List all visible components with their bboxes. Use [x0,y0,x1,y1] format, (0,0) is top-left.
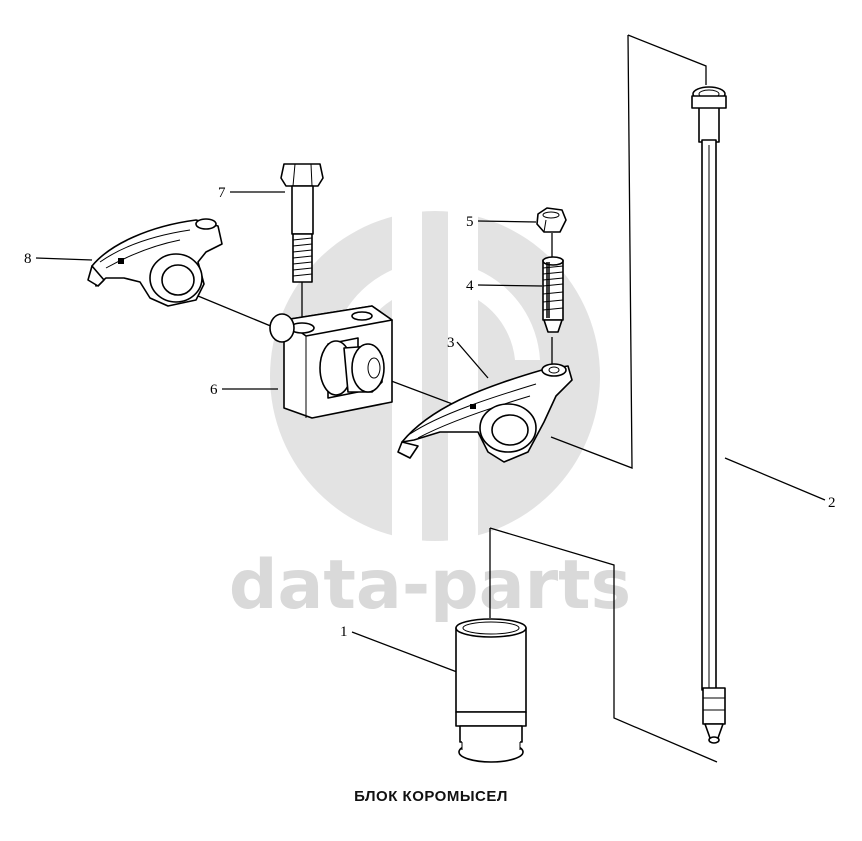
part-4-adjusting-screw [542,256,564,333]
part-1-tappet [455,618,527,763]
callout-1: 1 [340,624,348,640]
part-5-nut [536,207,567,233]
callout-6: 6 [210,382,218,398]
part-6-rocker-shaft-bracket [269,305,393,419]
part-8-rocker-arm-left [87,218,223,307]
watermark-logo [270,205,600,550]
part-3-rocker-arm-right [397,363,573,463]
callout-3: 3 [447,335,455,351]
part-2-push-rod [691,86,727,744]
watermark-text: data-parts [229,546,631,625]
callout-labels: 1 2 3 4 5 6 7 8 [24,185,836,640]
callout-7: 7 [218,185,226,201]
part-7-bolt [280,163,324,283]
callout-4: 4 [466,278,474,294]
callout-2: 2 [828,495,836,511]
callout-5: 5 [466,214,474,230]
callout-8: 8 [24,251,32,267]
diagram-caption: БЛОК КОРОМЫСЕЛ [354,788,508,805]
